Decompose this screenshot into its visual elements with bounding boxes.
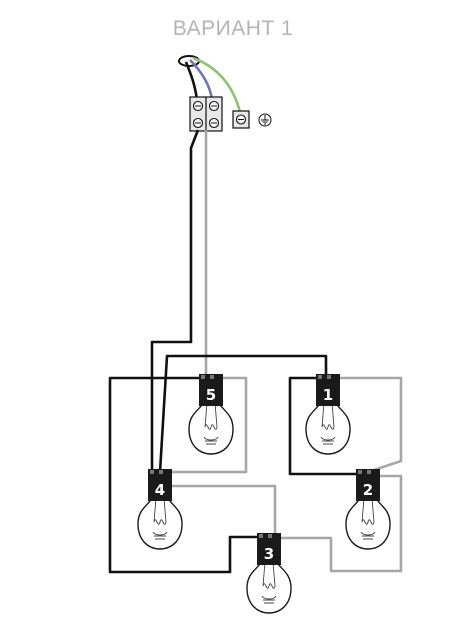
lamp-1-number: 1 [323,386,333,404]
lamp-3-number: 3 [264,545,274,563]
lamp-5: 5 [188,374,234,455]
light-bulb-icon [345,493,391,550]
light-bulb-icon [305,398,351,455]
light-bulb-icon [188,398,234,455]
lamp-4: 4 [137,469,183,550]
terminal-block-icon [189,96,223,132]
light-bulb-icon [137,493,183,550]
lamp-2: 2 [345,469,391,550]
supply-cable [178,55,242,113]
light-bulb-icon [246,557,292,614]
phase-wiring [108,129,360,574]
lamp-5-number: 5 [206,386,216,404]
neutral-wiring [166,130,403,573]
diagram-title: ВАРИАНТ 1 [173,17,293,40]
lamp-2-number: 2 [363,481,373,499]
lamp-3: 3 [246,533,292,614]
ground-terminal [232,110,250,129]
ground-symbol-icon [258,113,272,127]
lamp-1: 1 [305,374,351,455]
lamp-4-number: 4 [155,481,165,499]
